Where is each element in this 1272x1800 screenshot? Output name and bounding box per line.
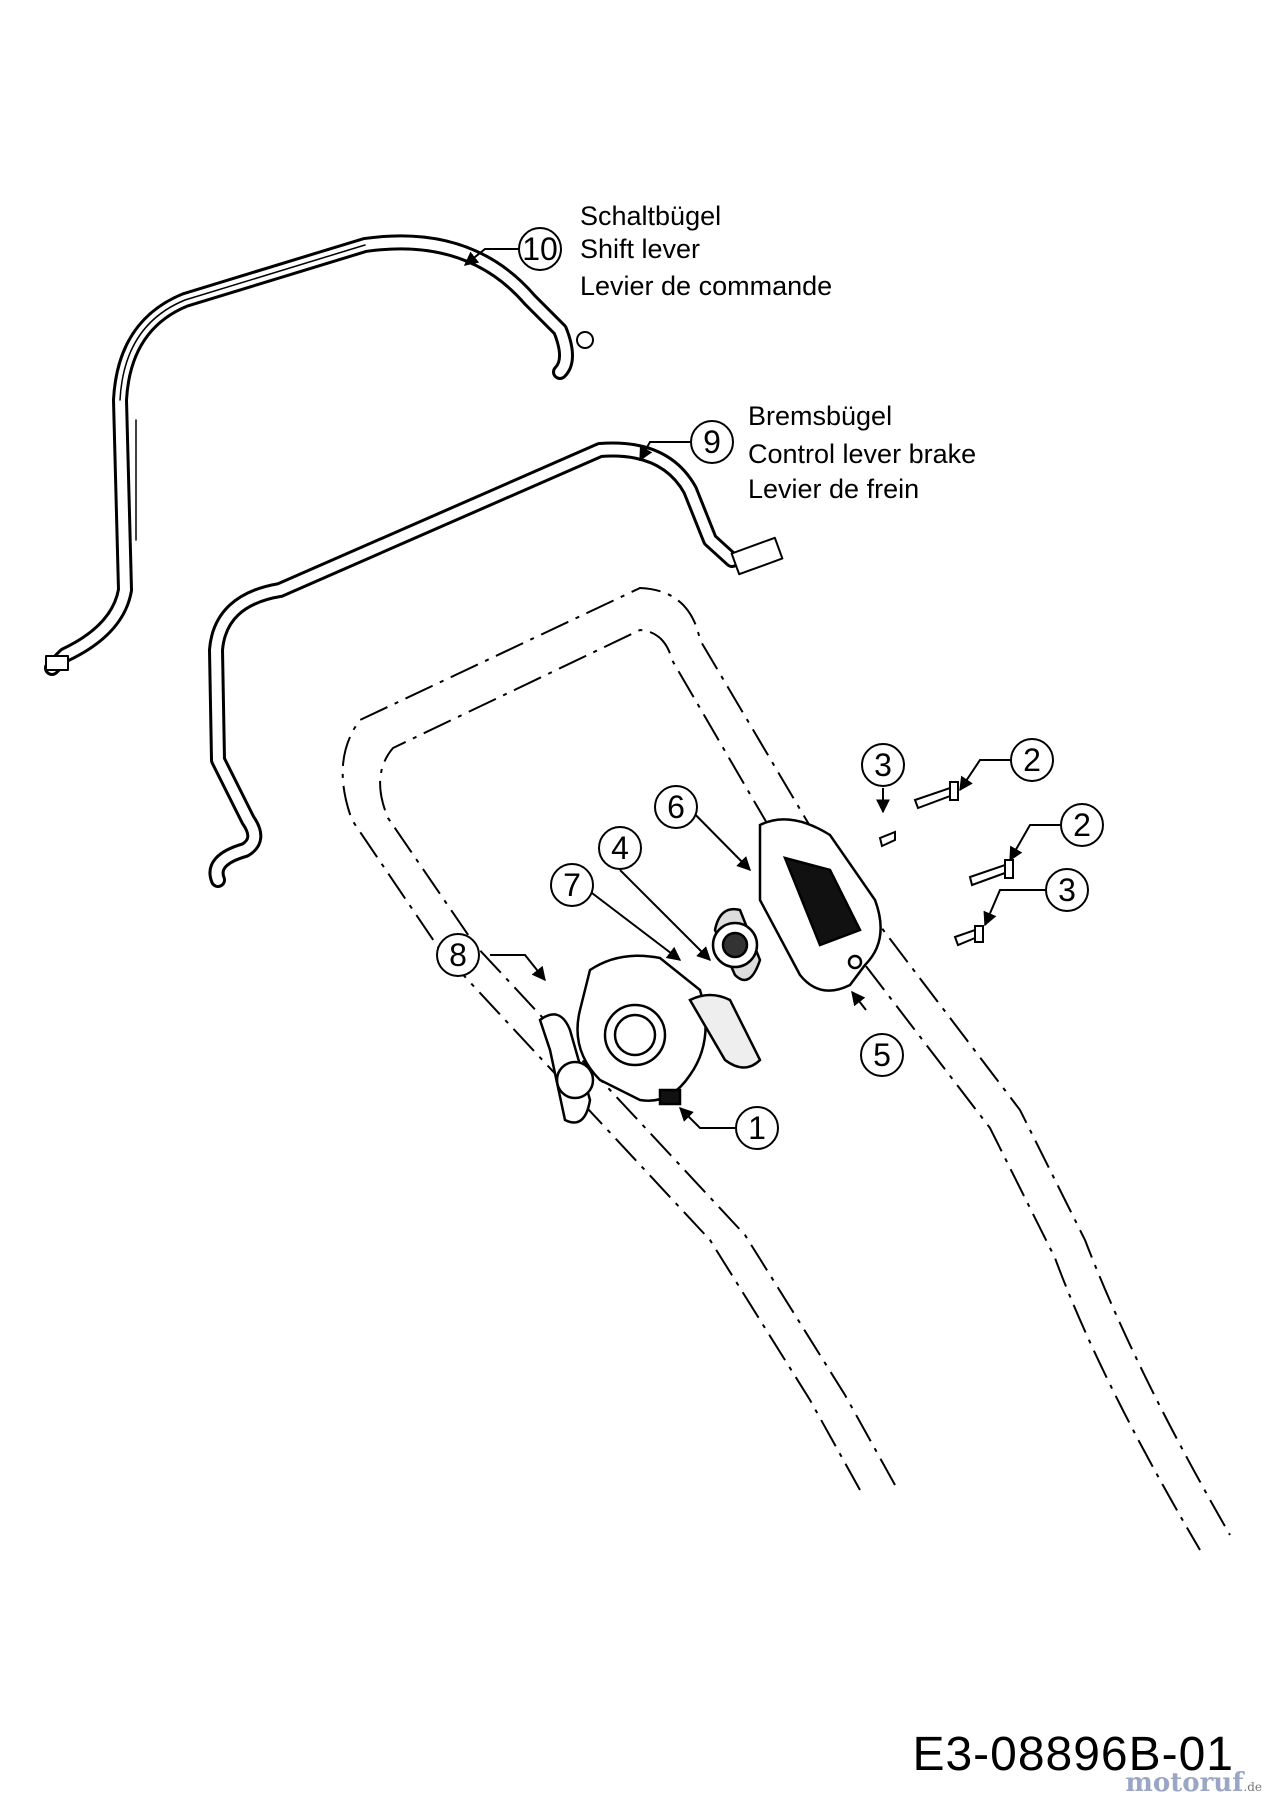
callout-lines (463, 248, 1060, 1129)
control-housing-drawing (538, 818, 882, 1124)
callout-7: 7 (550, 863, 594, 907)
label-9-en: Control lever brake (748, 439, 977, 469)
brake-lever-drawing (208, 441, 784, 888)
svg-text:4: 4 (611, 830, 629, 866)
shift-lever-drawing (44, 234, 594, 676)
callout-3-b: 3 (1045, 868, 1089, 912)
svg-text:3: 3 (1058, 872, 1076, 908)
label-9-de: Bremsbügel (748, 401, 893, 431)
callout-9: 9 (690, 420, 734, 464)
watermark-logo: motoruf.de (1125, 1768, 1262, 1798)
callout-3-a: 3 (861, 743, 905, 787)
svg-text:8: 8 (449, 937, 467, 973)
svg-text:7: 7 (563, 867, 581, 903)
upper-handle-outline (341, 586, 1231, 1551)
callout-8: 8 (436, 933, 480, 977)
svg-text:1: 1 (748, 1110, 766, 1146)
svg-text:2: 2 (1023, 742, 1041, 778)
label-10-de: Schaltbügel (580, 201, 722, 231)
callout-6: 6 (654, 785, 698, 829)
label-10-en: Shift lever (580, 234, 701, 264)
label-10-fr: Levier de commande (580, 271, 833, 301)
svg-text:2: 2 (1073, 807, 1091, 843)
callout-2-b: 2 (1060, 803, 1104, 847)
bolts-drawing (878, 781, 1014, 947)
drawing-code: E3-08896B-01 (912, 1728, 1234, 1781)
callout-1: 1 (735, 1106, 779, 1150)
svg-text:9: 9 (703, 424, 721, 460)
callout-2-a: 2 (1010, 738, 1054, 782)
label-9-fr: Levier de frein (748, 474, 920, 504)
callout-5: 5 (860, 1033, 904, 1077)
svg-text:3: 3 (874, 747, 892, 783)
svg-text:5: 5 (873, 1037, 891, 1073)
svg-text:10: 10 (522, 231, 558, 267)
svg-text:6: 6 (667, 789, 685, 825)
callout-4: 4 (598, 826, 642, 870)
callout-10: 10 (518, 227, 562, 271)
